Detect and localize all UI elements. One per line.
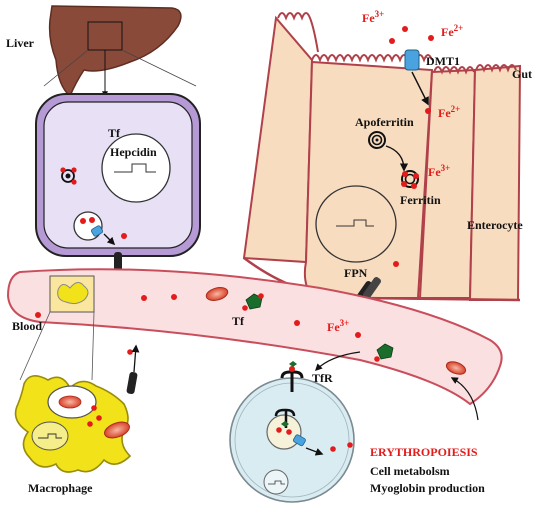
gut-label: Gut	[512, 67, 532, 81]
blood-label: Blood	[12, 319, 42, 333]
fpn-label: FPN	[344, 266, 368, 280]
macrophage-fpn	[126, 371, 138, 395]
iron-dot	[294, 320, 300, 326]
iron-dot	[91, 405, 97, 411]
endosome-export-arrow	[103, 233, 116, 246]
fe2-enterocyte-label: Fe2+	[438, 104, 460, 120]
liver-shape	[48, 5, 182, 98]
enterocyte-cell-center	[303, 60, 434, 299]
engulfed-red-blood-cell	[104, 421, 130, 439]
rbc-recycle-arrow	[450, 377, 479, 421]
iron-dot	[330, 446, 336, 452]
enterocyte-cell-left	[242, 15, 314, 264]
apoferritin-icon	[368, 131, 386, 149]
fe2-lumen-label: Fe2+	[441, 23, 463, 39]
liver	[43, 5, 197, 98]
iron-dot	[428, 35, 434, 41]
dmt1-arrow	[411, 71, 429, 106]
enterocyte-label: Enterocyte	[467, 218, 523, 232]
macrophage-label: Macrophage	[28, 481, 93, 495]
iron-dot	[355, 332, 361, 338]
gene-symbol-hepatocyte	[114, 163, 156, 173]
hepatocyte	[35, 93, 201, 294]
tf-hepatocyte-label: Tf	[108, 126, 121, 140]
fe3-ferritin-label: Fe3+	[428, 163, 450, 179]
iron-dot	[389, 38, 395, 44]
hepatocyte-ferritin-icon	[60, 167, 77, 185]
gut-epithelium	[242, 12, 522, 324]
transferrin-complex	[242, 293, 264, 311]
macrophage-nucleus	[31, 421, 69, 451]
erythroblast	[229, 361, 355, 503]
dmt1-transporter	[404, 49, 420, 71]
fe3-blood-label: Fe3+	[327, 318, 349, 334]
tf-to-tfr-arrow	[314, 351, 361, 372]
dmt1-label: DMT1	[426, 54, 460, 68]
ferritin-label: Ferritin	[400, 193, 441, 207]
iron-dot	[141, 295, 147, 301]
iron-dot	[127, 349, 133, 355]
erythroblast-endosome	[266, 408, 306, 450]
blood-vessel	[6, 261, 503, 421]
iron-dot	[35, 312, 41, 318]
erythroblast-nucleus	[263, 469, 289, 495]
macrophage-export-arrow	[131, 344, 140, 373]
erythroblast-release-arrow	[305, 447, 324, 456]
hepatocyte-nucleus	[101, 133, 171, 203]
apoferritin-label: Apoferritin	[355, 115, 414, 129]
iron-dot	[87, 421, 93, 427]
zoom-line-right	[121, 49, 197, 87]
myoglobin-label: Myoglobin production	[370, 481, 485, 495]
enterocyte-cell-far-right	[468, 64, 522, 301]
iron-dot	[96, 415, 102, 421]
tfr-label: TfR	[312, 371, 333, 385]
blood-vessel-body	[6, 268, 503, 406]
tfr-receptor	[280, 361, 304, 392]
zoom-line-right	[91, 311, 95, 381]
transferrin-complex	[374, 343, 394, 362]
ferritin-icon	[401, 170, 419, 189]
hepcidin-label: Hepcidin	[110, 145, 157, 159]
liver-label: Liver	[6, 36, 35, 50]
cell-metabolism-label: Cell metabolsm	[370, 464, 450, 478]
iron-dot	[121, 233, 127, 239]
macrophage-thumbnail	[57, 282, 89, 305]
zoom-line-left	[43, 49, 89, 87]
erythropoiesis-label: ERYTHROPOIESIS	[370, 445, 478, 459]
iron-dot	[393, 261, 399, 267]
microvilli-border	[277, 12, 517, 75]
red-blood-cell	[445, 361, 467, 375]
tf-blood-label: Tf	[232, 314, 245, 328]
gene-symbol-enterocyte	[336, 219, 374, 227]
enterocyte-nucleus	[315, 185, 397, 263]
red-blood-cell	[205, 287, 229, 301]
macrophage	[14, 344, 140, 473]
apoferritin-to-ferritin-arrow	[385, 145, 409, 172]
iron-dot	[425, 108, 431, 114]
iron-dot	[171, 294, 177, 300]
iron-dot	[347, 442, 353, 448]
hepatocyte-endosome	[73, 211, 103, 241]
zoom-line-left	[19, 311, 51, 381]
macrophage-phagosome	[47, 385, 97, 419]
fe3-lumen-label: Fe3+	[362, 9, 384, 25]
iron-dot	[402, 26, 408, 32]
